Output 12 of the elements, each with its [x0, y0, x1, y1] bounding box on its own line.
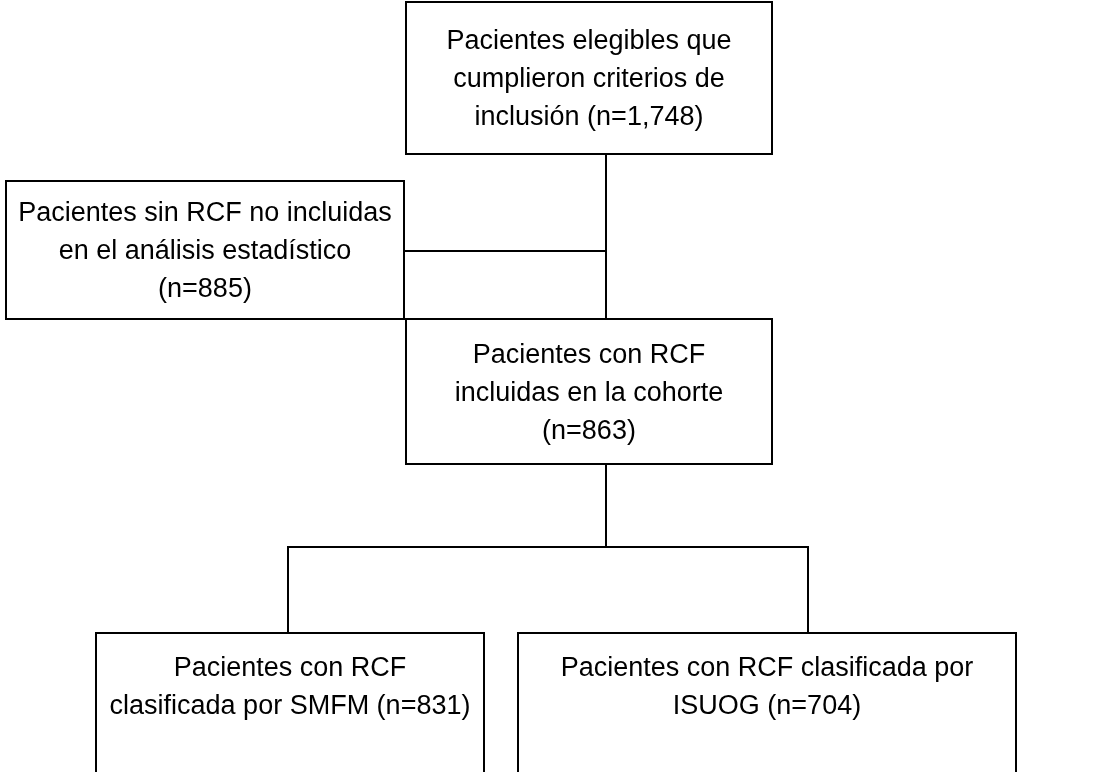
- box-text: Pacientes con RCF clasificada por SMFM (n=831): [108, 651, 472, 722]
- box-text: Pacientes con RCF incluidas en la cohorte (n=863): [453, 337, 725, 447]
- connector-line: [404, 154, 607, 252]
- box-text: Pacientes con RCF clasificada por ISUOG (n=704): [559, 651, 975, 722]
- process-box: [405, 318, 773, 465]
- connector-line: [605, 464, 809, 633]
- box-text: Pacientes elegibles que cumplieron criterios de inclusión (n=1,748): [445, 24, 733, 133]
- process-box: [95, 632, 485, 772]
- box-text: Pacientes sin RCF no incluidas en el análisis estadístico (n=885): [17, 196, 393, 305]
- process-box: [5, 180, 405, 320]
- process-box: [405, 1, 773, 155]
- process-box: [517, 632, 1017, 772]
